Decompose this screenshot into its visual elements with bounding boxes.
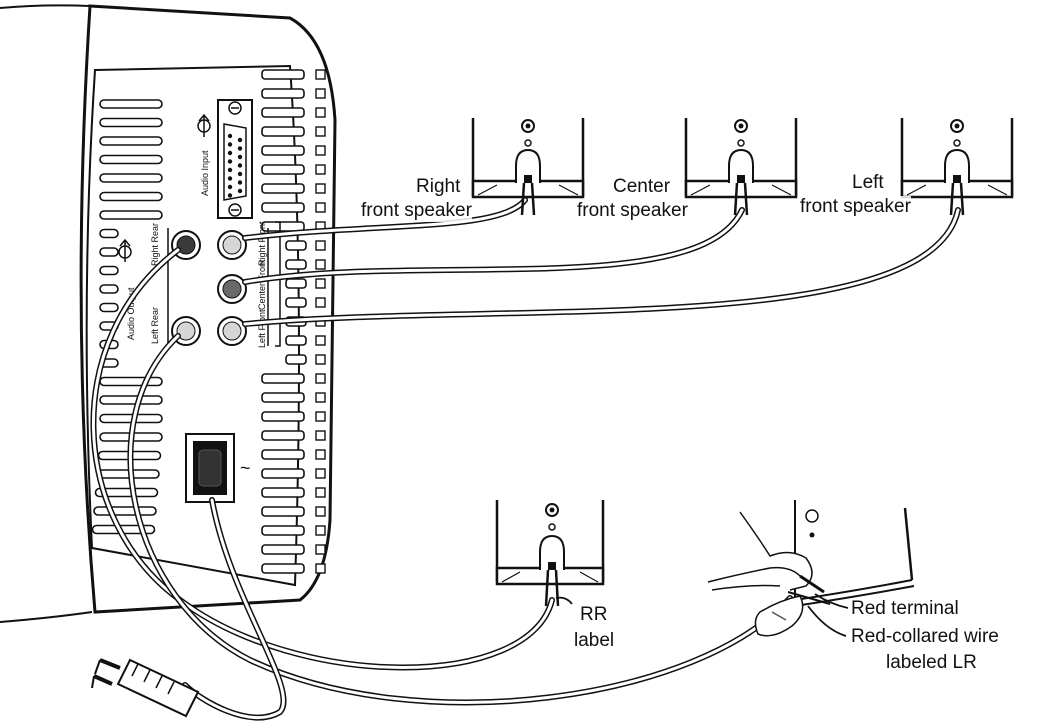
jack-label-right-rear: Right Rear	[150, 223, 160, 266]
power-symbol: ~	[240, 458, 251, 478]
control-unit: Audio Input Audio Output Right Rear Left…	[0, 4, 337, 623]
label-right-front-line2: front speaker	[361, 200, 472, 222]
speaker-rear-right	[495, 500, 605, 607]
hand-icon	[707, 511, 831, 637]
audio-input-label: Audio Input	[200, 150, 210, 196]
speaker-center-front	[684, 118, 798, 216]
audio-output-label: Audio Output	[126, 287, 136, 340]
power-cord	[182, 497, 287, 721]
audio-input-connector	[217, 99, 253, 219]
cable-left-rear	[127, 333, 793, 706]
jack-label-left-rear: Left Rear	[150, 307, 160, 344]
jack-label-right-front: Right Front	[257, 221, 267, 266]
power-plug-icon	[91, 658, 200, 718]
label-center-front-line2: front speaker	[577, 200, 688, 222]
jack-label-left-front: Left Front	[257, 309, 267, 348]
power-inlet[interactable]	[185, 433, 235, 503]
speaker-right-front	[471, 118, 585, 216]
label-center-front-line1: Center	[613, 176, 671, 197]
jack-right-front[interactable]	[217, 230, 247, 260]
label-right-front-line1: Right	[416, 176, 461, 197]
speaker-left-front	[900, 118, 1014, 216]
callout-leaders	[555, 593, 849, 637]
speaker-rear-left	[794, 500, 915, 607]
callout-red-collared-wire-line1: Red-collared wire	[851, 626, 999, 647]
speaker-cables	[90, 197, 961, 721]
callout-red-terminal: Red terminal	[851, 598, 959, 619]
cable-left-front	[242, 207, 961, 327]
vent-slots-right	[261, 69, 326, 574]
label-rr-line2: label	[574, 630, 615, 651]
jack-left-front[interactable]	[217, 316, 247, 346]
jack-center-front[interactable]	[217, 274, 247, 304]
label-left-front-line2: front speaker	[800, 196, 911, 218]
jack-label-center-front: Center Front	[257, 259, 267, 310]
audio-output-icon	[118, 238, 132, 262]
callout-red-collared-wire-line2: labeled LR	[886, 652, 977, 673]
cable-right-front	[242, 197, 528, 241]
label-left-front-line1: Left	[852, 172, 884, 193]
cable-center-front	[242, 207, 745, 285]
audio-input-icon	[197, 113, 211, 137]
label-rr-line1: RR	[580, 604, 608, 625]
jack-left-rear[interactable]	[171, 316, 201, 346]
